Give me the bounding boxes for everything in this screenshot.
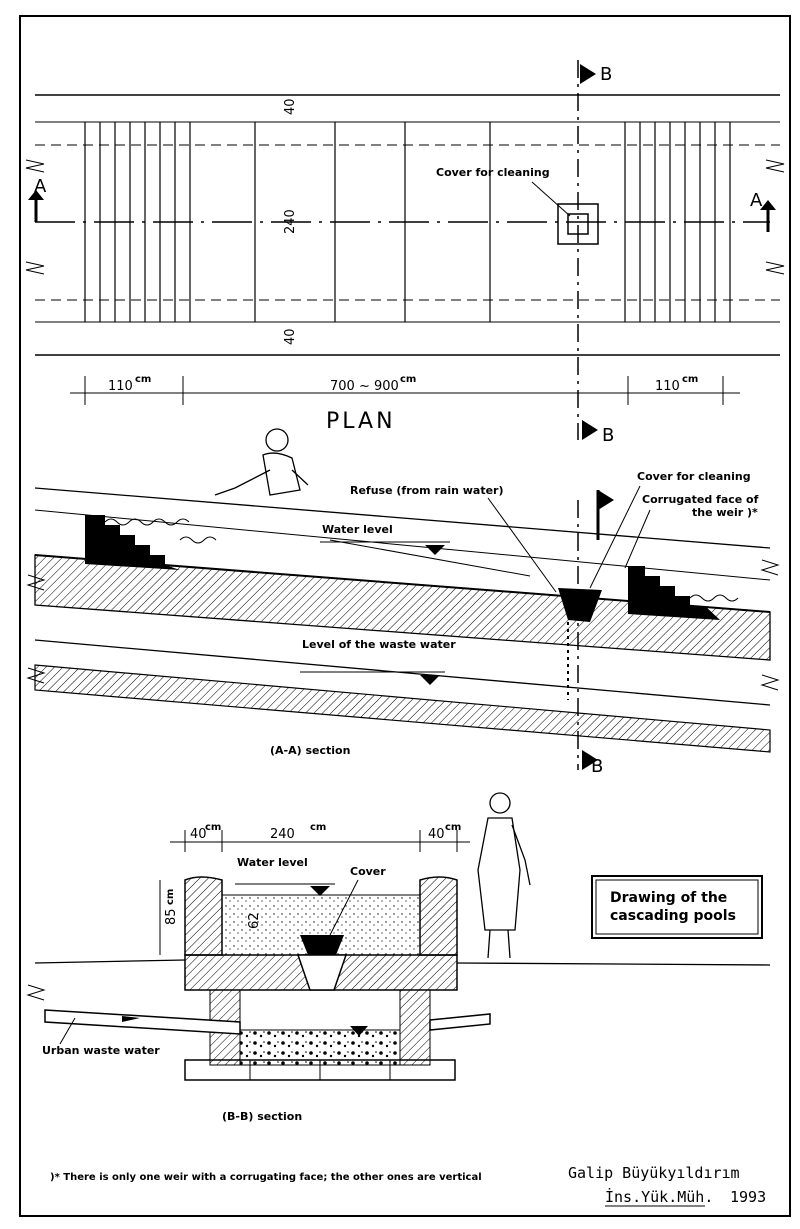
signature-name: Galip Büyükyıldırım [568,1164,740,1182]
plan-dim-width: 240 [283,209,298,234]
bb-section-title: (B-B) section [222,1110,302,1123]
aa-section-title: (A-A) section [270,744,350,757]
bb-dim-unit-right: cm [445,822,461,833]
weir-right [628,566,720,620]
signature-title: İns.Yük.Müh. [605,1187,713,1206]
legend-line-2: cascading pools [610,908,736,924]
bb-dim-unit-middle: cm [310,822,326,833]
section-marker-a-right: A [750,190,763,211]
standing-figure [477,792,531,959]
aa-cover-label: Cover for cleaning [637,470,751,483]
aa-waste-water-label: Level of the waste water [302,638,456,651]
legend-box: Drawing of the cascading pools [591,875,763,939]
aa-corrugated-label-1: Corrugated face of [642,493,759,506]
bb-dim-right: 40 [428,827,445,842]
section-aa: Refuse (from rain water) Cover for clean… [26,428,780,777]
bb-dim-depth: 62 [247,912,262,929]
aa-refuse-label: Refuse (from rain water) [350,484,504,497]
aa-water-level-label: Water level [322,523,393,536]
section-marker-b-top: B [600,64,612,85]
signature-year: 1993 [730,1188,766,1206]
bb-inflow-pipe [44,1009,241,1035]
section-bb: 40 cm 240 cm 40 cm Water level [26,792,771,1123]
plan-cover-label: Cover for cleaning [436,166,550,179]
bb-wall-right [419,876,458,956]
plan-dim-unit-right: cm [682,374,698,385]
plan-dim-unit-middle: cm [400,374,416,385]
bb-dim-middle: 240 [270,827,295,842]
weir-left [85,515,180,570]
plan-view: Cover for cleaning A A B B 40 240 40 110… [25,60,785,446]
sheet-border [19,15,791,1217]
bb-water-level-label: Water level [237,856,308,869]
section-marker-b-bottom: B [602,425,614,446]
plan-dim-unit-left: cm [135,374,151,385]
legend-line-1: Drawing of the [610,890,727,906]
bb-dim-left: 40 [190,827,207,842]
bb-cover-label: Cover [350,865,386,878]
footnote: )* There is only one weir with a corruga… [50,1172,482,1183]
section-marker-a-left: A [34,176,47,197]
aa-section-marker-b: B [591,756,603,777]
plan-dim-bottom-band: 40 [283,328,298,345]
plan-dim-side-left: 110 [108,379,133,394]
aa-cover-hopper [558,588,602,622]
aa-corrugated-label-2: the weir )* [692,506,758,519]
bb-urban-label: Urban waste water [42,1044,160,1057]
plan-dim-side-right: 110 [655,379,680,394]
bb-dim-height: 85 [164,908,179,925]
bb-wall-left [184,876,223,956]
seated-figure [214,428,309,496]
plan-dim-middle: 700 ~ 900 [330,379,399,394]
plan-title: PLAN [326,409,396,434]
bb-dim-unit-left: cm [205,822,221,833]
bb-dim-height-unit: cm [165,889,176,905]
plan-dim-top-band: 40 [283,98,298,115]
